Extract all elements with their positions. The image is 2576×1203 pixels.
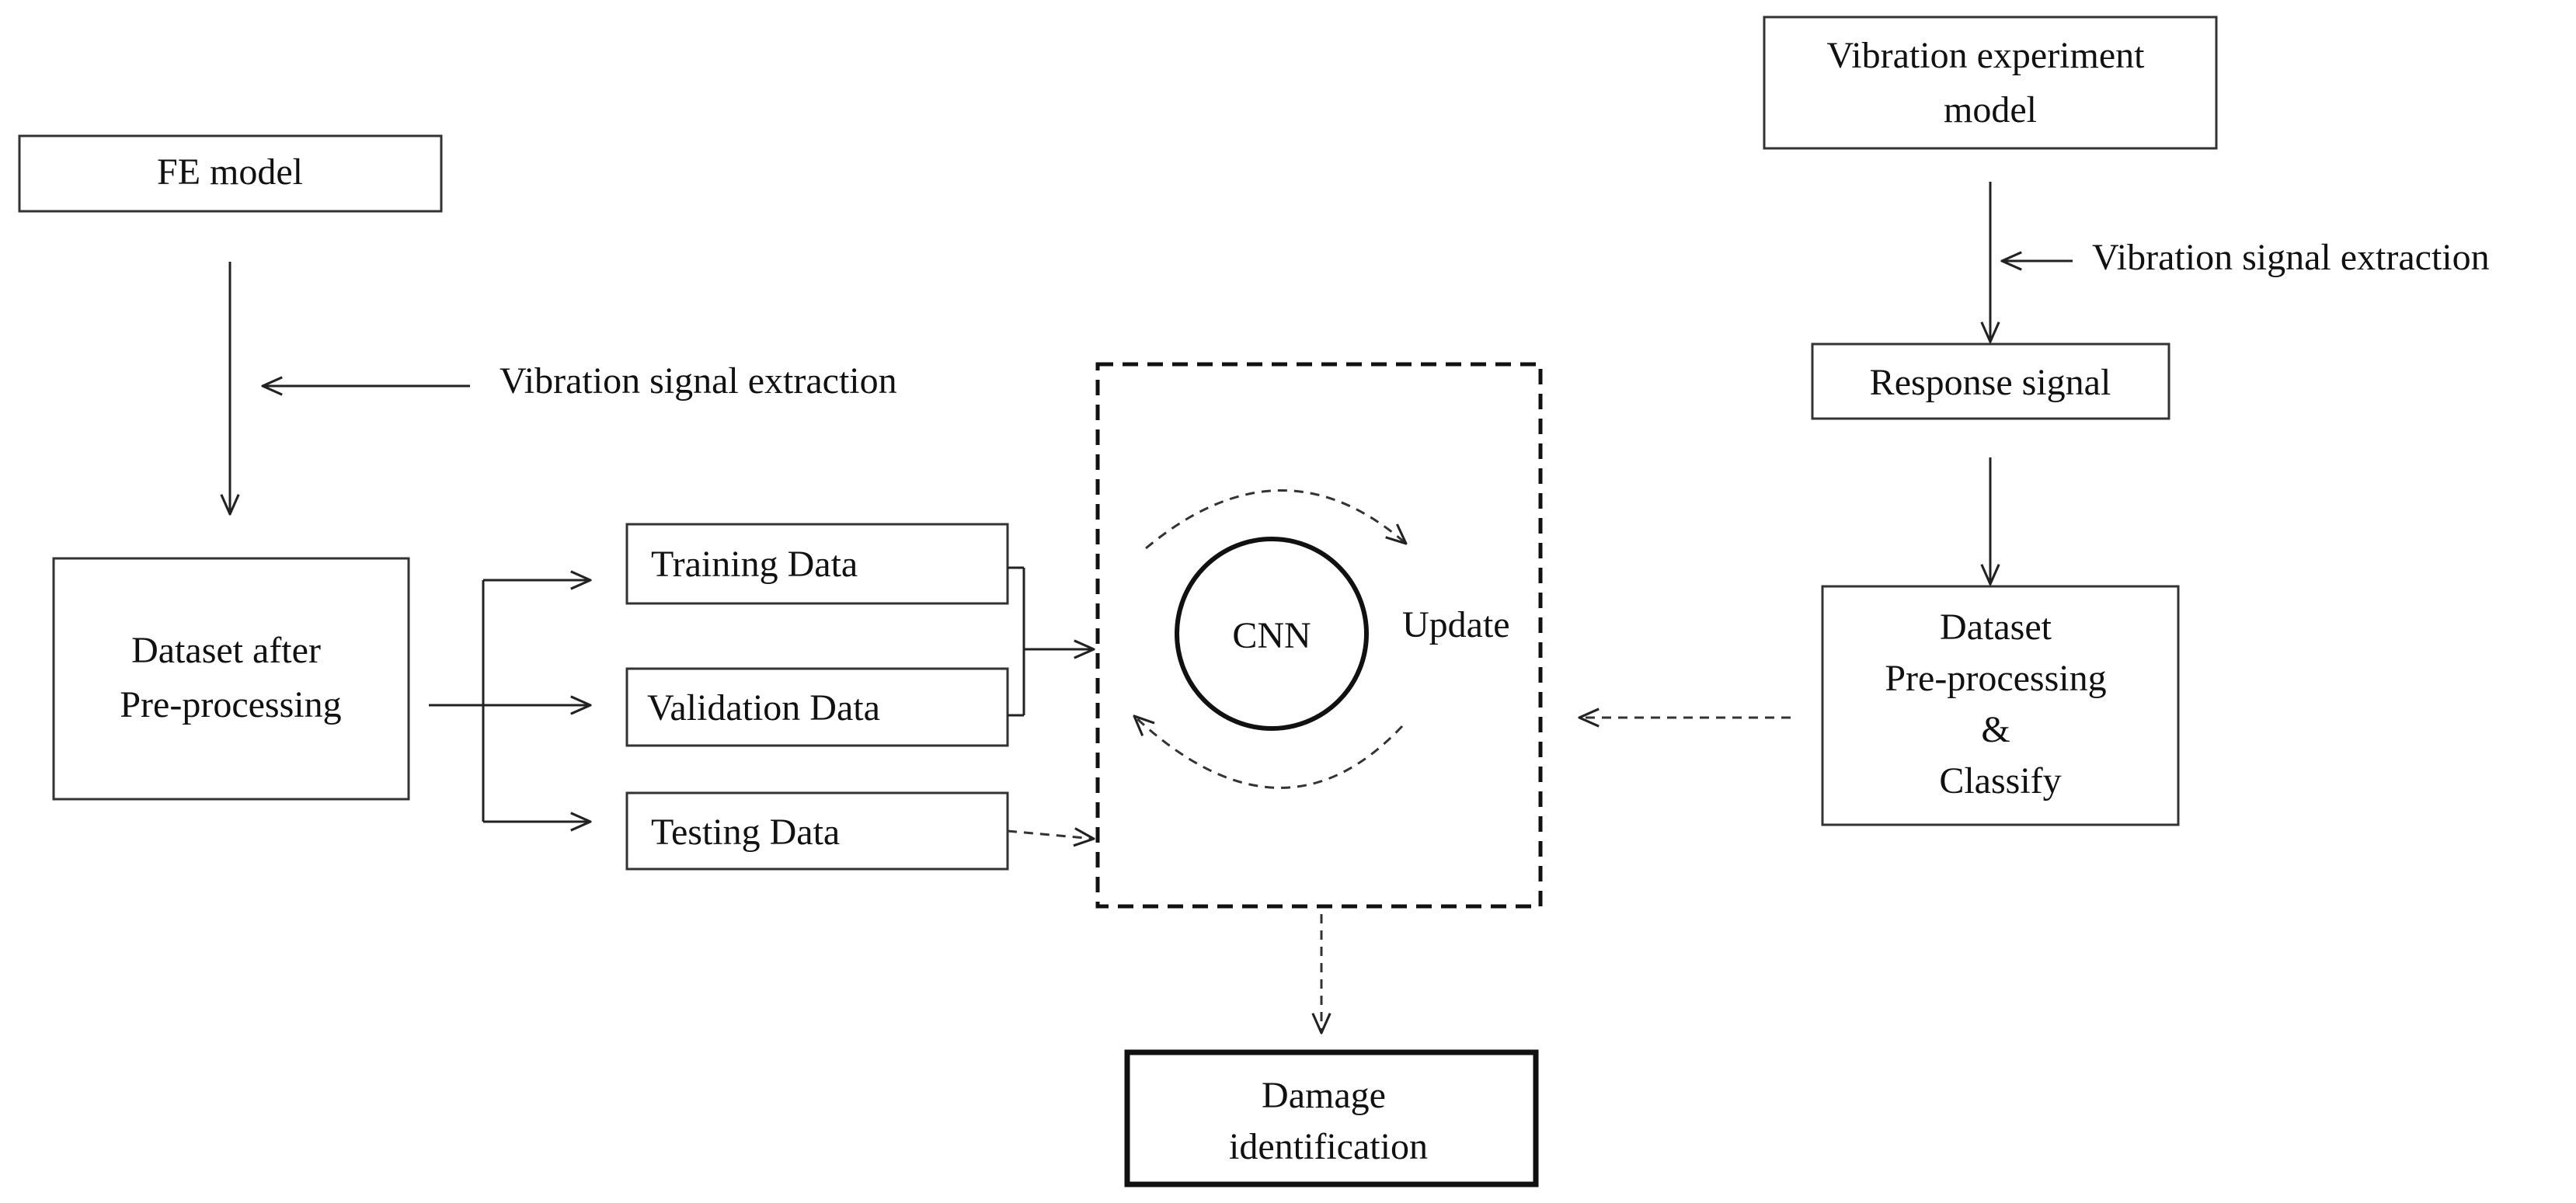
dataset-after-label: Dataset after Pre-processing — [120, 630, 341, 725]
left-extraction-label: Vibration signal extraction — [500, 360, 897, 402]
dataset-after-line-2: Pre-processing — [120, 684, 341, 725]
damage-identification-label: Damage identification — [1229, 1075, 1428, 1167]
vibration-experiment-box — [1763, 16, 2218, 150]
vib-exp-line-1: Vibration experiment — [1827, 35, 2146, 76]
response-signal-label: Response signal — [1870, 362, 2111, 403]
right-extraction-label: Vibration signal extraction — [2092, 237, 2490, 278]
training-data-box — [625, 523, 1009, 605]
dataset-after-line-1: Dataset after — [131, 630, 321, 671]
cnn-circle — [1175, 537, 1369, 731]
cnn-dashed-frame — [1095, 362, 1543, 909]
testing-to-cnn-arrow — [1007, 831, 1094, 839]
dataset-classify-label: Dataset Pre-processing & Classify — [1885, 607, 2115, 801]
damage-line-2: identification — [1229, 1126, 1428, 1167]
validation-data-box — [625, 667, 1009, 747]
update-arrow-top — [1145, 489, 1406, 550]
dataset-classify-line-3: & — [1981, 709, 2010, 750]
testing-data-box — [625, 791, 1009, 871]
dataset-classify-line-4: Classify — [1939, 760, 2061, 801]
cnn-label: CNN — [1232, 615, 1311, 656]
testing-data-label: Testing Data — [651, 812, 840, 853]
validation-data-label: Validation Data — [647, 687, 880, 728]
dataset-classify-line-1: Dataset — [1940, 607, 2052, 648]
damage-identification-box — [1124, 1049, 1539, 1187]
dataset-after-box — [52, 557, 410, 801]
dataset-classify-line-2: Pre-processing — [1885, 658, 2106, 699]
damage-line-1: Damage — [1262, 1075, 1386, 1116]
response-signal-box — [1811, 342, 2170, 420]
fe-model-box — [18, 134, 443, 213]
vib-exp-line-2: model — [1944, 89, 2037, 130]
update-label: Update — [1402, 604, 1510, 645]
fe-model-label: FE model — [157, 151, 303, 193]
training-data-label: Training Data — [651, 544, 858, 585]
dataset-classify-box — [1821, 585, 2180, 826]
vibration-experiment-label: Vibration experiment model — [1827, 35, 2154, 130]
